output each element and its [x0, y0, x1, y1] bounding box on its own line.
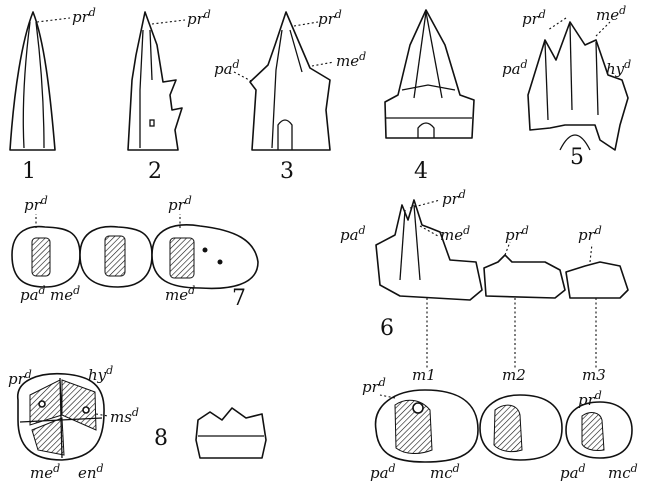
fig6-label-pr-3: prd — [578, 224, 602, 244]
fig6-molar-m3: m3 — [582, 366, 606, 384]
fig1-tooth — [10, 12, 55, 150]
figure-6: prd pad med prd prd 6 m1 m2 m3 prd pad m… — [340, 188, 638, 482]
fig6-label-pr-1: prd — [442, 188, 466, 208]
fig7-label-pr-2: prd — [168, 194, 192, 214]
fig5-label-me: med — [596, 4, 626, 24]
figure-3: prd pad med 3 — [214, 8, 366, 184]
fig7-label-me-1: med — [50, 284, 80, 304]
figure-7: prd prd pad med med 7 — [12, 194, 258, 311]
fig5-crown — [528, 22, 628, 150]
fig5-label-hy: hyd — [606, 58, 631, 78]
fig8-label-me: med — [30, 462, 60, 482]
figure-4: 4 — [385, 10, 474, 184]
fig6-label-me: med — [440, 224, 470, 244]
fig2-label-pr: prd — [187, 8, 211, 28]
fig7-label-pa: pad — [20, 284, 46, 304]
fig3-label-pa: pad — [214, 58, 240, 78]
fig8-number: 8 — [154, 426, 168, 451]
fig7-label-pr-1: prd — [24, 194, 48, 214]
fig1-label-pr: prd — [72, 6, 96, 26]
fig6-crown-label-pr: prd — [362, 376, 386, 396]
fig6-label-pr-2: prd — [505, 224, 529, 244]
fig5-label-pa: pad — [502, 58, 528, 78]
fig3-label-pr: prd — [318, 8, 342, 28]
fig6-label-pa: pad — [340, 224, 366, 244]
fig8-label-ms: msd — [110, 406, 139, 426]
fig4-number: 4 — [414, 159, 428, 184]
fig8-label-hy: hyd — [88, 364, 113, 384]
fig6-side-tooth-2 — [484, 255, 565, 298]
fig6-crown-label-pa: pad — [370, 462, 396, 482]
figure-2: prd 2 — [128, 8, 211, 184]
fig2-number: 2 — [148, 159, 162, 184]
figure-8: prd hyd msd med end 8 — [8, 364, 266, 482]
figure-5: prd med pad hyd 5 — [502, 4, 631, 170]
fig8-side-view — [196, 408, 266, 458]
fig8-label-en: end — [78, 462, 104, 482]
fig1-number: 1 — [22, 159, 36, 184]
fig6-crown-label-pa-3: pad — [560, 462, 586, 482]
fig7-number: 7 — [232, 286, 246, 311]
fig6-side-tooth-3 — [566, 262, 628, 298]
fig5-label-pr: prd — [522, 8, 546, 28]
fig6-crown-label-mc: mcd — [430, 462, 460, 482]
fig3-label-me: med — [336, 50, 366, 70]
fig3-number: 3 — [280, 159, 294, 184]
fig6-crown-label-mc-3: mcd — [608, 462, 638, 482]
fig5-number: 5 — [570, 145, 584, 170]
fig6-side-tooth-1 — [376, 200, 482, 300]
fig6-molar-m1: m1 — [412, 366, 436, 384]
fig2-tooth — [128, 12, 182, 150]
fig7-tooth-3 — [152, 225, 258, 289]
fig6-number: 6 — [380, 316, 394, 341]
fig7-label-me-2: med — [165, 284, 195, 304]
figure-1: prd 1 — [10, 6, 96, 184]
fig3-tooth — [250, 12, 330, 150]
fig6-molar-m2: m2 — [502, 366, 526, 384]
